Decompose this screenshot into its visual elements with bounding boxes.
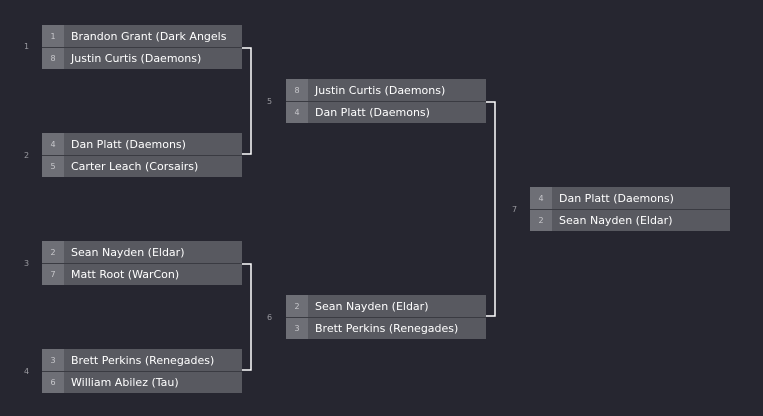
seed-number: 8 (286, 79, 308, 101)
team-slot[interactable]: 3 Brett Perkins (Renegades) (42, 349, 242, 371)
match-number: 7 (512, 205, 518, 214)
bracket-connector (242, 263, 252, 371)
team-name: Matt Root (WarCon) (71, 268, 180, 281)
team-slot[interactable]: 2 Sean Nayden (Eldar) (286, 295, 486, 317)
match-3: 2 Sean Nayden (Eldar) 7 Matt Root (WarCo… (42, 241, 242, 285)
seed-number: 2 (286, 295, 308, 317)
seed-number: 3 (286, 318, 308, 339)
seed-number: 7 (42, 264, 64, 285)
seed-number: 3 (42, 349, 64, 371)
match-number: 5 (267, 97, 273, 106)
team-name: Sean Nayden (Eldar) (71, 245, 185, 259)
team-name: Justin Curtis (Daemons) (71, 52, 202, 65)
team-name: Sean Nayden (Eldar) (315, 299, 429, 313)
seed-number: 5 (42, 156, 64, 177)
team-name: Carter Leach (Corsairs) (71, 160, 199, 173)
team-name: Brett Perkins (Renegades) (71, 353, 215, 367)
team-slot[interactable]: 4 Dan Platt (Daemons) (286, 101, 486, 123)
team-slot[interactable]: 5 Carter Leach (Corsairs) (42, 155, 242, 177)
team-slot[interactable]: 7 Matt Root (WarCon) (42, 263, 242, 285)
seed-number: 4 (42, 133, 64, 155)
team-slot[interactable]: 8 Justin Curtis (Daemons) (42, 47, 242, 69)
bracket-connector (242, 47, 252, 155)
team-name: Dan Platt (Daemons) (71, 137, 186, 151)
team-slot[interactable]: 4 Dan Platt (Daemons) (42, 133, 242, 155)
match-number: 4 (24, 367, 30, 376)
team-slot[interactable]: 3 Brett Perkins (Renegades) (286, 317, 486, 339)
team-name: Brett Perkins (Renegades) (315, 322, 459, 335)
team-name: Dan Platt (Daemons) (559, 191, 674, 205)
match-5: 8 Justin Curtis (Daemons) 4 Dan Platt (D… (286, 79, 486, 123)
match-4: 3 Brett Perkins (Renegades) 6 William Ab… (42, 349, 242, 393)
seed-number: 2 (530, 210, 552, 231)
seed-number: 2 (42, 241, 64, 263)
seed-number: 8 (42, 48, 64, 69)
team-slot[interactable]: 2 Sean Nayden (Eldar) (530, 209, 730, 231)
match-number: 6 (267, 313, 273, 322)
team-name: Brandon Grant (Dark Angels (71, 29, 227, 43)
seed-number: 4 (530, 187, 552, 209)
seed-number: 1 (42, 25, 64, 47)
bracket-connector (486, 101, 496, 317)
team-slot[interactable]: 1 Brandon Grant (Dark Angels (42, 25, 242, 47)
team-name: Sean Nayden (Eldar) (559, 214, 673, 227)
match-number: 1 (24, 42, 30, 51)
team-name: William Abilez (Tau) (71, 376, 179, 389)
team-slot[interactable]: 2 Sean Nayden (Eldar) (42, 241, 242, 263)
seed-number: 4 (286, 102, 308, 123)
team-name: Justin Curtis (Daemons) (315, 83, 446, 97)
match-1: 1 Brandon Grant (Dark Angels 8 Justin Cu… (42, 25, 242, 69)
team-slot[interactable]: 6 William Abilez (Tau) (42, 371, 242, 393)
seed-number: 6 (42, 372, 64, 393)
match-2: 4 Dan Platt (Daemons) 5 Carter Leach (Co… (42, 133, 242, 177)
team-name: Dan Platt (Daemons) (315, 106, 430, 119)
match-7-final: 4 Dan Platt (Daemons) 2 Sean Nayden (Eld… (530, 187, 730, 231)
match-number: 3 (24, 259, 30, 268)
match-6: 2 Sean Nayden (Eldar) 3 Brett Perkins (R… (286, 295, 486, 339)
team-slot[interactable]: 8 Justin Curtis (Daemons) (286, 79, 486, 101)
team-slot[interactable]: 4 Dan Platt (Daemons) (530, 187, 730, 209)
match-number: 2 (24, 151, 30, 160)
